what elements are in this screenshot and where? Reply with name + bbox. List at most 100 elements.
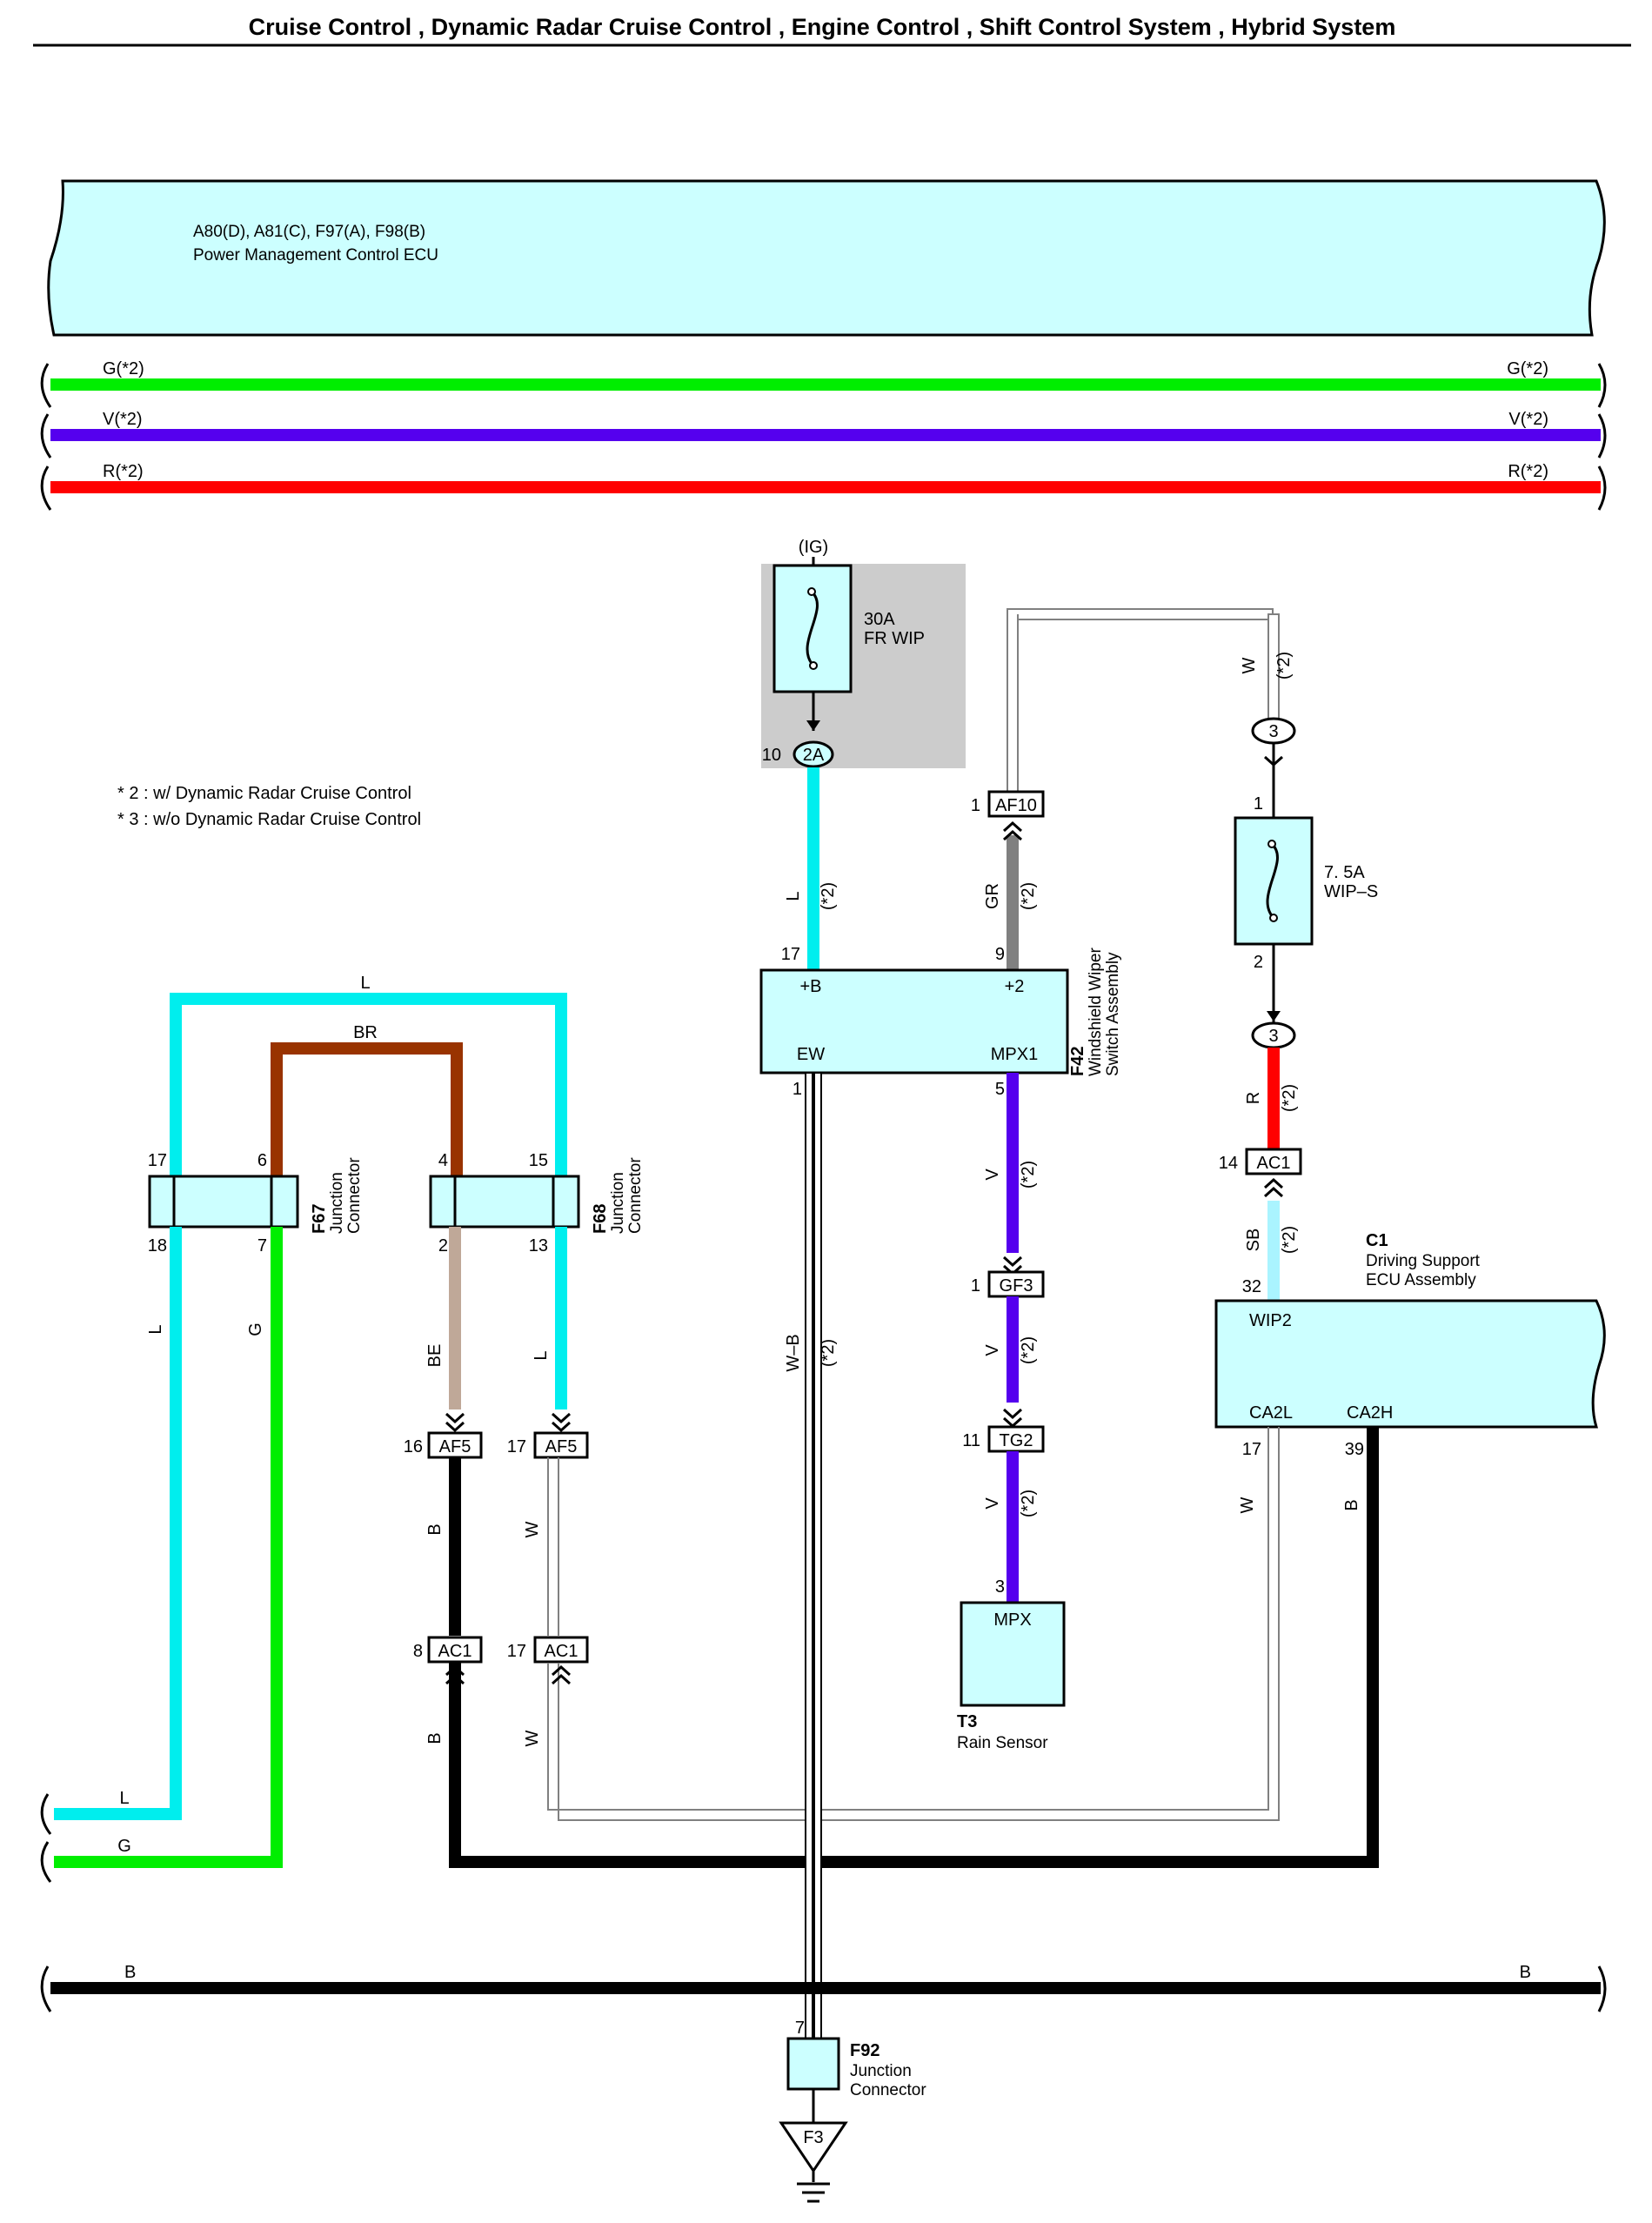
f68-pin4: 4 [438,1151,448,1170]
bus-r-left-label: R(*2) [103,462,144,481]
ac1-top-name: AC1 [1257,1154,1291,1173]
af5a-pin: 16 [404,1437,423,1456]
fr-wip-pin: 10 [762,746,781,765]
wire-gr-label: GR [983,883,1002,909]
junction-f68: 4 15 2 13 F68 Junction Connector [429,1151,645,1255]
note-star2: * 2 : w/ Dynamic Radar Cruise Control [117,784,411,803]
pmc-ecu-name: Power Management Control ECU [193,246,438,264]
wire-w-b-label: W–B [784,1334,803,1371]
connector-af10: AF10 1 [971,790,1045,841]
ac1-top-pin: 14 [1219,1154,1238,1173]
connector-af5-16: AF5 16 [404,1412,483,1459]
ds-ecu-code: C1 [1366,1231,1388,1250]
connector-ac1-top: AC1 14 [1219,1148,1302,1198]
wire-l-f68-label: L [532,1350,551,1360]
switch-plus2: +2 [1005,977,1025,996]
wire-b-ac1-label: B [425,1732,445,1744]
tg2-pin: 11 [962,1431,980,1450]
bus-wires: G(*2) G(*2) V(*2) V(*2) R(*2) R(*2) [40,359,1607,511]
bus-b-right-label: B [1520,1963,1531,1982]
wire-w-ac1-label: W [523,1730,542,1746]
wire-r-star: (*2) [1280,1084,1299,1112]
ds-ecu-pin-ca2h: 39 [1345,1440,1364,1459]
connector-af5-17: AF5 17 [507,1412,589,1459]
bus-b-bottom: B B [40,1963,1607,2012]
fr-wip-conn: 2A [803,746,825,765]
wire-l-f67 [54,1227,182,1820]
f68-pin15: 15 [529,1151,548,1170]
ds-ecu-ca2h: CA2H [1347,1403,1393,1423]
rain-sensor: MPX 3 T3 Rain Sensor [957,1577,1066,1752]
f67-pin17: 17 [148,1151,167,1170]
switch-ew: EW [797,1045,825,1064]
connector-gf3: GF3 1 [971,1255,1045,1298]
f92-pin: 7 [795,2019,805,2038]
wire-sb-label: SB [1244,1229,1263,1252]
ac1a-name: AC1 [438,1642,472,1661]
switch-code: F42 [1068,1047,1087,1076]
bus-r-right-label: R(*2) [1508,462,1548,481]
switch-plusb: +B [799,977,821,996]
bus-g-right-label: G(*2) [1507,359,1548,378]
f67-pin6: 6 [257,1151,267,1170]
ac1b-name: AC1 [545,1642,579,1661]
driving-support-ecu: C1 Driving Support ECU Assembly WIP2 CA2… [1214,1231,1606,1459]
wire-w-af5-label: W [523,1521,542,1537]
fuse-fr-wip: (IG) 30A FR WIP 2A 10 [761,538,966,768]
ig-source-label: (IG) [799,538,828,557]
af10-pin: 1 [971,796,980,815]
wip-s-conn-bottom: 3 [1268,1027,1278,1046]
wire-be-label: BE [425,1344,445,1368]
f67-code: F67 [310,1204,329,1234]
power-management-ecu: A80(D), A81(C), F97(A), F98(B) Power Man… [47,179,1606,337]
wire-l-top [170,993,567,1814]
wire-b-ca2h-label: B [1342,1499,1361,1510]
fr-wip-rating: 30A [864,610,895,629]
wip-s-name: WIP–S [1324,882,1378,901]
wire-w-top-label: W [1240,657,1259,673]
junction-f67: 17 6 18 7 F67 Junction Connector [148,1151,364,1255]
ds-ecu-line1: Driving Support [1366,1252,1481,1270]
wire-g-f67-label: G [246,1322,265,1336]
bus-v-right-label: V(*2) [1508,410,1548,429]
connector-tg2: TG2 11 [962,1408,1045,1453]
wire-l-bus-label: L [119,1789,129,1808]
ac1a-pin: 8 [413,1642,423,1661]
wire-l-fuse-label: L [784,891,803,901]
wip-s-pin-top: 1 [1254,794,1263,814]
f92-line1: Junction [850,2062,912,2080]
connector-ac1-17: AC1 17 [507,1636,589,1685]
wire-b-ca2h [449,1427,1379,1868]
wire-r-label: R [1244,1092,1263,1104]
af10-name: AF10 [995,796,1037,815]
wire-b-af5-label: B [425,1523,445,1535]
wire-w-top-star: (*2) [1274,652,1294,680]
wip-s-conn-top: 3 [1268,722,1278,741]
ds-ecu-wip2: WIP2 [1249,1311,1292,1330]
wire-v1-star: (*2) [1019,1161,1038,1189]
wire-l-fuse-star: (*2) [819,882,838,910]
note-star3: * 3 : w/o Dynamic Radar Cruise Control [117,810,421,829]
wire-v3-star: (*2) [1019,1490,1038,1517]
f67-line2: Connector [345,1157,364,1234]
gf3-name: GF3 [1000,1276,1033,1296]
f67-line1: Junction [328,1172,346,1234]
bus-b-left-label: B [124,1963,136,1982]
ds-ecu-pin-wip2: 32 [1242,1277,1261,1296]
junction-f92: 7 F92 Junction Connector F3 [779,2019,926,2203]
wire-w-af5 [547,1457,559,1636]
af5b-name: AF5 [545,1437,578,1456]
wire-g-bus-label: G [117,1837,131,1856]
wire-l-f67-label: L [146,1324,165,1334]
wire-br [271,1042,463,1179]
wire-v2-star: (*2) [1019,1336,1038,1364]
f68-line1: Junction [609,1172,627,1234]
switch-pin-plus2: 9 [995,945,1005,964]
gf3-pin: 1 [971,1276,980,1296]
switch-mpx1: MPX1 [991,1045,1038,1064]
switch-pin-ew: 1 [793,1080,802,1099]
tg2-name: TG2 [1000,1431,1033,1450]
ds-ecu-ca2l: CA2L [1249,1403,1293,1423]
wire-w-b-star: (*2) [819,1339,838,1367]
